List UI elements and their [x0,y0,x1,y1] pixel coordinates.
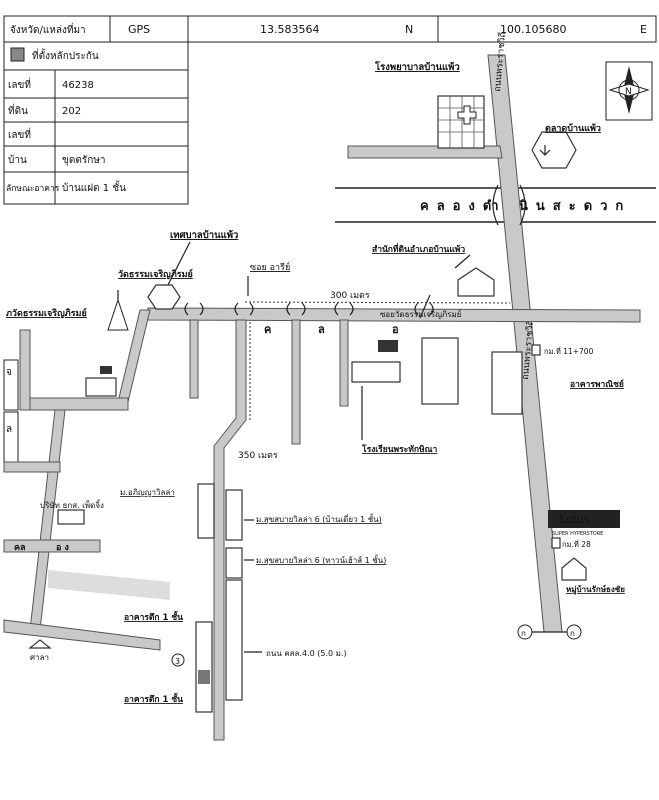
municipality-label: เทศบาลบ้านแพ้ว [170,229,238,241]
property-strip [195,621,213,713]
municipality-icon [147,284,181,310]
marker-number: 3 [175,657,180,666]
canal-cross-label: ค [264,323,271,336]
gps-label: GPS [128,23,150,36]
info-box [3,41,189,205]
village-1-label: ม.อภิญญาวิลล่า [120,488,175,497]
soi-label: ซอย อารีย์ [250,261,290,273]
end-marker-b-label: ก [570,629,575,638]
province-label: จังหวัด/แหล่งที่มา [10,22,86,36]
store-building [57,509,85,525]
village-2 [225,489,243,541]
hospital-icon [457,105,477,125]
shrine-icon [28,639,52,649]
latitude-dir: N [405,23,413,36]
longitude-dir: E [640,23,647,36]
village-3 [225,547,243,579]
bldg1-label: อาคารตึก 1 ชั้น [124,610,183,623]
bldg2-label: อาคารตึก 1 ชั้น [124,692,183,705]
km2-label: กม.ที่ 28 [562,539,591,549]
dist-350: 350 เมตร [238,451,278,461]
market-label: ตลาดบ้านแพ้ว [545,123,601,134]
temple-label: วัดธรรมเจริญภิรมย์ [118,268,193,280]
north-letter: N [625,87,632,97]
left-road-mark-2: อ ง [56,543,69,553]
left-road-v [19,329,31,411]
soi-school-label: ซอยวัดธรรมเจริญภิรมย์ [380,309,461,319]
lower-left-diag [3,619,161,651]
village-1 [197,483,215,539]
canal-cross-label: ล [318,323,325,336]
road-width-label: ถนน คสล.4.0 (5.0 ม.) [266,649,347,658]
market-icon [531,131,577,169]
dist-300: 300 เมตร [330,291,370,301]
lotus-label: Lotus [560,513,590,526]
gps-header-bar [3,15,657,43]
legend-label: ที่ตั้งหลักประกัน [32,48,99,62]
school-sign [378,340,398,352]
km-post-icon [531,344,541,356]
property-location [198,670,210,684]
south-soi [213,319,247,741]
legend-swatch [10,47,25,62]
school-label: โรงเรียนพระทักษิณา [361,444,438,455]
main-road-name-top: ถนนพระราชวิถี [492,32,508,93]
shrine-label: ศาลา [30,653,49,662]
info-row-value: บ้านแฝด 1 ชั้น [62,180,126,194]
info-row-label: เลขที่ [8,77,31,91]
lotus-sub: SUPER HYPERSTORE [552,531,603,537]
info-row-label: ลักษณะอาคาร [6,184,60,194]
info-row-value: ขุดตรักษา [62,155,105,166]
left-edge-mark: จ [6,367,12,378]
land-office-icon [457,267,495,297]
left-road [21,397,129,411]
temple-label-2: ภวัดธรรมเจริญภิรมย์ [6,307,87,319]
canal-cross-label: อ [392,323,399,336]
village-right-label: หมู่บ้านรักษ์ธงชัย [566,584,625,595]
soi-brackets [184,302,434,316]
end-marker-a-label: ก [521,629,526,638]
shaded-strip [48,570,170,600]
lotus-sign [548,510,620,528]
land-office-label: สำนักที่ดินอำเภอบ้านแพ้ว [372,242,465,255]
info-row-label: บ้าน [8,154,27,166]
info-row-label: เลขที่ [8,127,31,141]
lower-left-cross2 [3,539,101,553]
lower-left-cross [3,461,61,473]
longitude-value: 100.105680 [500,23,566,36]
village-right-icon [561,557,587,581]
village-3-label: ม.สุขสบายวิลล่า 6 (ทาวน์เฮ้าส์ 1 ชั้น) [256,554,386,565]
village-2-label: ม.สุขสบายวิลล่า 6 (บ้านเดี่ยว 1 ชั้น) [256,513,382,524]
commercial-building [491,351,523,415]
hospital-building [437,95,485,149]
latitude-value: 13.583564 [260,23,320,36]
temple-building [85,377,117,397]
temple-mark [100,366,112,374]
land-office-building [421,337,459,405]
store-label: บริษัท ธกส. เพ็ดจิ้ง [40,499,104,510]
info-row-value: 46238 [62,80,94,91]
km-label: กม.ที่ 11+700 [544,346,594,356]
marker-circle [171,653,185,667]
school-building [351,361,401,383]
left-road-mark: คล [14,543,26,553]
info-row-label: ที่ดิน [8,103,28,117]
left-edge-mark: ล [6,424,12,435]
village-4 [225,579,243,701]
km-post-2-icon [551,537,561,549]
canal-label: คลองดำเนินสะดวก [420,198,631,214]
temple-icon [107,298,129,331]
commercial-label: อาคารพาณิชย์ [570,379,624,390]
hospital-label: โรงพยาบาลบ้านแพ้ว [374,61,460,73]
info-row-value: 202 [62,106,81,117]
main-road-label: ถนนพระราชวิถี [520,320,536,381]
